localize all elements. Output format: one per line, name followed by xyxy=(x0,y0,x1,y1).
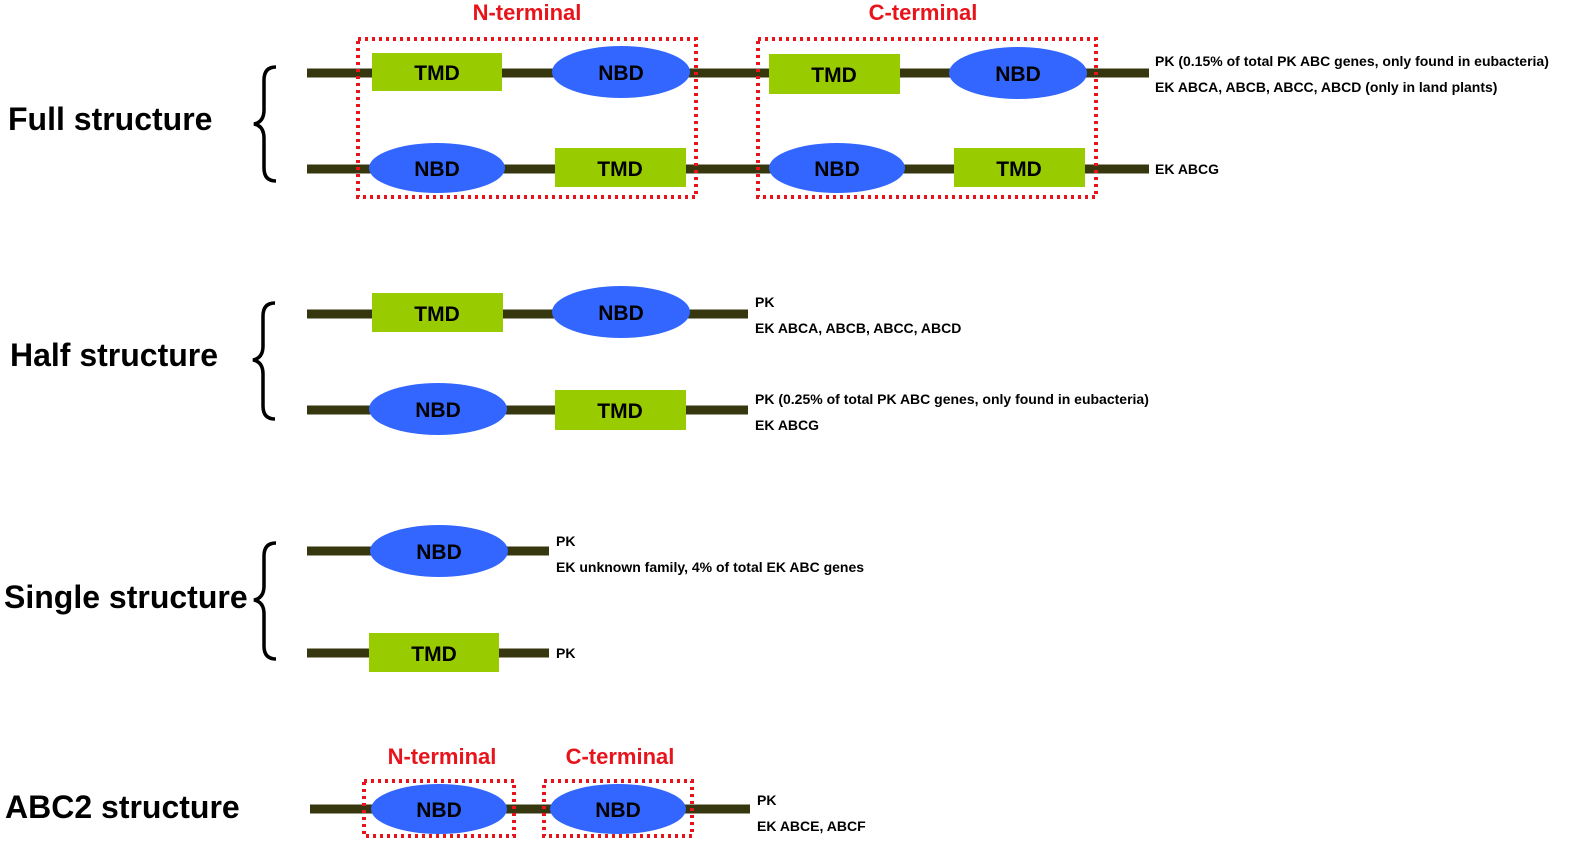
note-single-row1-line2: EK unknown family, 4% of total EK ABC ge… xyxy=(556,559,864,575)
tmd-label: TMD xyxy=(597,158,643,181)
nbd-domain xyxy=(552,286,690,338)
note-full-row2-line1: EK ABCG xyxy=(1155,161,1219,177)
tmd-domain xyxy=(372,293,503,332)
n-terminal-label-abc2: N-terminal xyxy=(388,744,497,769)
nbd-domain xyxy=(769,143,905,193)
tmd-domain xyxy=(369,633,499,672)
tmd-label: TMD xyxy=(811,64,857,87)
note-single-row2-line1: PK xyxy=(556,645,575,661)
nbd-domain xyxy=(949,47,1087,99)
nbd-domain xyxy=(550,784,686,834)
brace-single xyxy=(253,541,277,661)
tmd-domain xyxy=(372,53,502,91)
note-abc2-line1: PK xyxy=(757,792,776,808)
tmd-label: TMD xyxy=(996,158,1042,181)
nbd-label: NBD xyxy=(598,62,644,85)
nbd-label: NBD xyxy=(814,158,860,181)
tmd-label: TMD xyxy=(414,62,460,85)
nbd-domain xyxy=(370,525,508,577)
tmd-label: TMD xyxy=(411,643,457,666)
section-label-abc2: ABC2 structure xyxy=(5,789,240,825)
note-half-row1-line1: PK xyxy=(755,294,774,310)
tmd-domain xyxy=(769,54,900,94)
nbd-label: NBD xyxy=(416,541,462,564)
n-terminal-label: N-terminal xyxy=(473,0,582,25)
note-single-row1-line1: PK xyxy=(556,533,575,549)
nbd-label: NBD xyxy=(595,799,641,822)
nbd-domain xyxy=(369,143,505,193)
nbd-label: NBD xyxy=(414,158,460,181)
nbd-domain xyxy=(371,784,507,834)
nbd-domain xyxy=(552,46,690,98)
n-terminal-box xyxy=(356,37,698,199)
note-half-row2-line1: PK (0.25% of total PK ABC genes, only fo… xyxy=(755,391,1149,407)
c-terminal-box-abc2 xyxy=(542,779,694,838)
tmd-domain xyxy=(954,148,1085,187)
section-label-half: Half structure xyxy=(10,337,218,373)
c-terminal-label: C-terminal xyxy=(869,0,978,25)
nbd-label: NBD xyxy=(995,63,1041,86)
note-full-row1-line1: PK (0.15% of total PK ABC genes, only fo… xyxy=(1155,53,1549,69)
c-terminal-box xyxy=(756,37,1098,199)
nbd-label: NBD xyxy=(416,799,462,822)
note-half-row2-line2: EK ABCG xyxy=(755,417,819,433)
tmd-domain xyxy=(555,148,686,187)
note-full-row1-line2: EK ABCA, ABCB, ABCC, ABCD (only in land … xyxy=(1155,79,1497,95)
section-label-full: Full structure xyxy=(8,101,212,137)
nbd-domain xyxy=(369,383,507,435)
brace-full xyxy=(253,65,277,183)
brace-half xyxy=(252,301,276,421)
nbd-label: NBD xyxy=(598,302,644,325)
tmd-label: TMD xyxy=(414,303,460,326)
nbd-label: NBD xyxy=(415,399,461,422)
tmd-domain xyxy=(555,390,686,430)
n-terminal-box-abc2 xyxy=(362,779,516,838)
note-half-row1-line2: EK ABCA, ABCB, ABCC, ABCD xyxy=(755,320,961,336)
note-abc2-line2: EK ABCE, ABCF xyxy=(757,818,866,834)
c-terminal-label-abc2: C-terminal xyxy=(566,744,675,769)
tmd-label: TMD xyxy=(597,400,643,423)
section-label-single: Single structure xyxy=(4,579,248,615)
